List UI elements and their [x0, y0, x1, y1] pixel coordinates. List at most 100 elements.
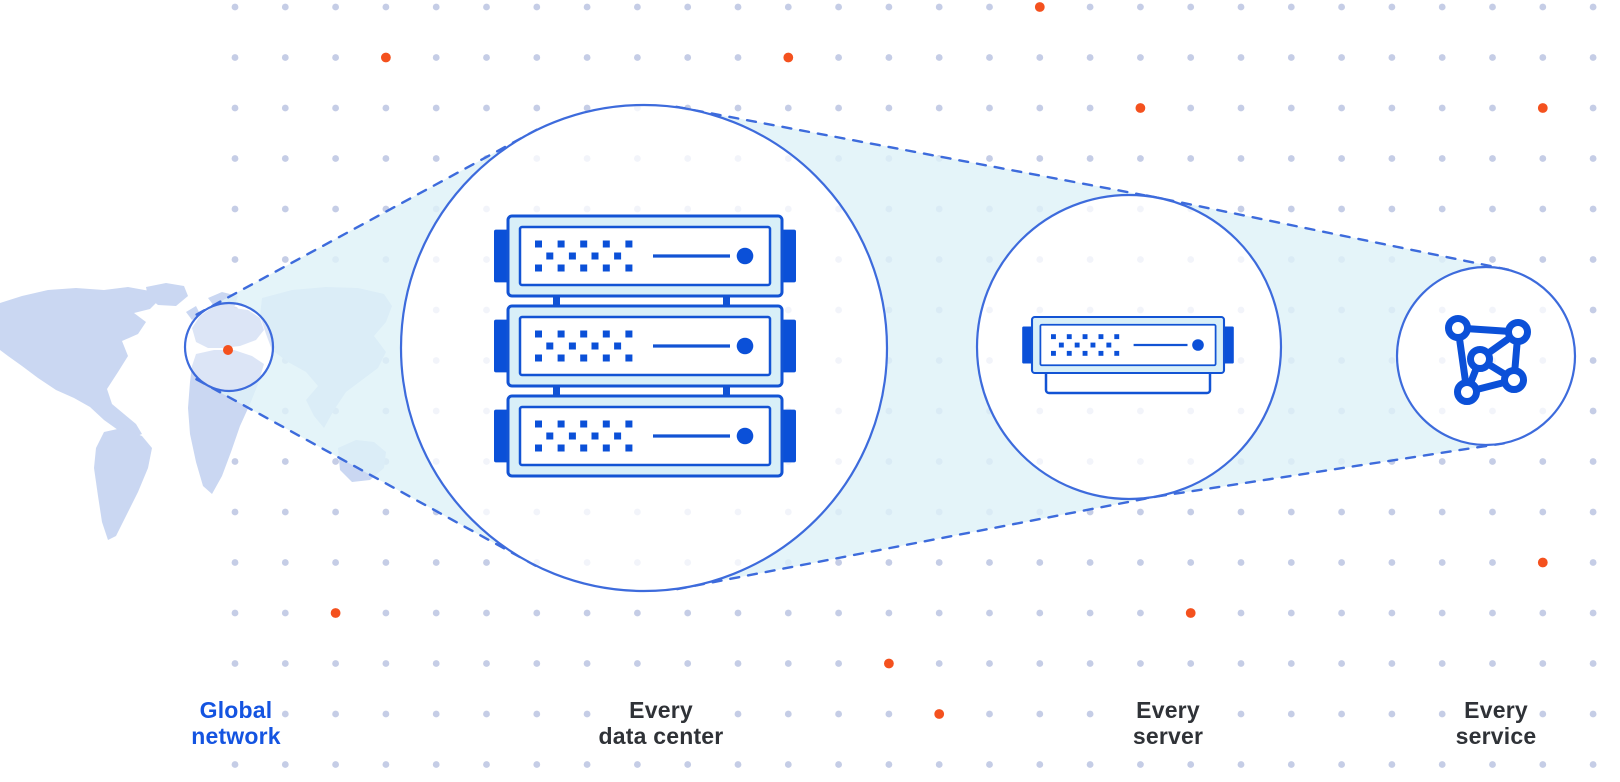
grid-dot	[784, 609, 792, 617]
vent-square	[580, 444, 588, 452]
grid-dot	[634, 3, 641, 11]
zoom-beam	[1152, 198, 1504, 498]
grid-dot	[231, 660, 239, 667]
grid-dot	[935, 559, 943, 566]
grid-dot	[1539, 609, 1547, 617]
grid-dot	[1086, 104, 1094, 112]
grid-dot	[986, 155, 993, 162]
grid-dot	[986, 559, 993, 566]
zoom-beams	[207, 109, 1504, 587]
grid-dot	[583, 54, 591, 61]
vent-square	[1090, 342, 1096, 348]
grid-dot	[1438, 559, 1446, 566]
power-led	[736, 337, 754, 355]
grid-dot	[1589, 458, 1597, 465]
vent-square	[591, 432, 599, 440]
dashed-guide-line	[195, 127, 541, 316]
grid-dot	[1388, 104, 1396, 112]
accent-dot	[1537, 103, 1548, 113]
vent-square	[602, 420, 610, 428]
grid-dot	[835, 660, 842, 667]
grid-dot	[684, 3, 692, 11]
grid-dot	[684, 54, 692, 61]
grid-dot	[734, 660, 742, 667]
continent-shape	[0, 287, 160, 438]
grid-dot	[1086, 559, 1094, 566]
accent-dot	[783, 52, 794, 63]
grid-dot	[1338, 3, 1345, 11]
grid-dot	[1137, 155, 1144, 162]
grid-dot	[1036, 761, 1044, 768]
grid-dot	[1489, 256, 1496, 263]
grid-dot	[1438, 205, 1446, 213]
continent-shape	[192, 292, 264, 348]
grid-dot	[281, 3, 289, 11]
grid-dot	[1187, 104, 1195, 112]
grid-dot	[231, 256, 239, 263]
grid-dot	[382, 155, 390, 162]
grid-dot	[1137, 660, 1144, 667]
continent-shape	[146, 283, 188, 306]
power-led	[1192, 339, 1204, 351]
grid-dot	[1287, 761, 1295, 768]
vent-square	[625, 444, 633, 452]
server-unit	[1022, 315, 1234, 375]
grid-dot	[684, 660, 692, 667]
grid-dot	[1287, 3, 1295, 11]
grid-dot	[1539, 710, 1547, 718]
grid-dot	[1338, 205, 1345, 213]
grid-dot	[935, 761, 943, 768]
grid-dot	[1539, 458, 1547, 465]
vent-square	[602, 330, 610, 338]
grid-dot	[1589, 3, 1597, 11]
grid-dot	[1489, 508, 1496, 516]
vent-square	[591, 252, 599, 260]
grid-dot	[332, 205, 339, 213]
grid-dot	[835, 104, 842, 112]
location-dot-icon	[223, 345, 233, 355]
grid-dot	[231, 609, 239, 617]
grid-dot	[432, 710, 440, 718]
grid-dot	[281, 205, 289, 213]
grid-dot	[885, 104, 893, 112]
vent-square	[557, 444, 565, 452]
grid-dot	[1237, 761, 1245, 768]
vent-square	[614, 252, 622, 260]
grid-dot	[432, 155, 440, 162]
grid-dot	[784, 660, 792, 667]
grid-dot	[935, 609, 943, 617]
grid-dot	[935, 54, 943, 61]
accent-dot	[1537, 557, 1548, 568]
server-rack-unit	[494, 394, 796, 478]
vent-square	[1114, 350, 1120, 356]
grid-dot	[1438, 508, 1446, 516]
vent-square	[557, 420, 565, 428]
power-led	[736, 427, 754, 445]
zoom-guide-lines	[195, 105, 1518, 591]
grid-dot	[483, 609, 490, 617]
vent-square	[625, 240, 633, 248]
grid-dot	[1287, 104, 1295, 112]
grid-dot	[332, 559, 339, 566]
vent-square	[1051, 350, 1056, 356]
grid-dot	[634, 609, 641, 617]
grid-dot	[332, 155, 339, 162]
grid-dot	[1338, 660, 1345, 667]
grid-dot	[1187, 660, 1195, 667]
dashed-guide-line	[675, 105, 1172, 202]
grid-dot	[1489, 54, 1496, 61]
grid-dot	[885, 609, 893, 617]
grid-dot	[1589, 155, 1597, 162]
grid-dot	[986, 54, 993, 61]
grid-dot	[533, 710, 541, 718]
grid-dot	[1237, 609, 1245, 617]
power-led	[736, 247, 754, 265]
grid-dot	[885, 3, 893, 11]
grid-dot	[332, 761, 339, 768]
grid-dot	[332, 508, 339, 516]
grid-dot	[1036, 710, 1044, 718]
accent-dot	[381, 52, 391, 63]
vent-square	[625, 330, 633, 338]
grid-dot	[1287, 660, 1295, 667]
